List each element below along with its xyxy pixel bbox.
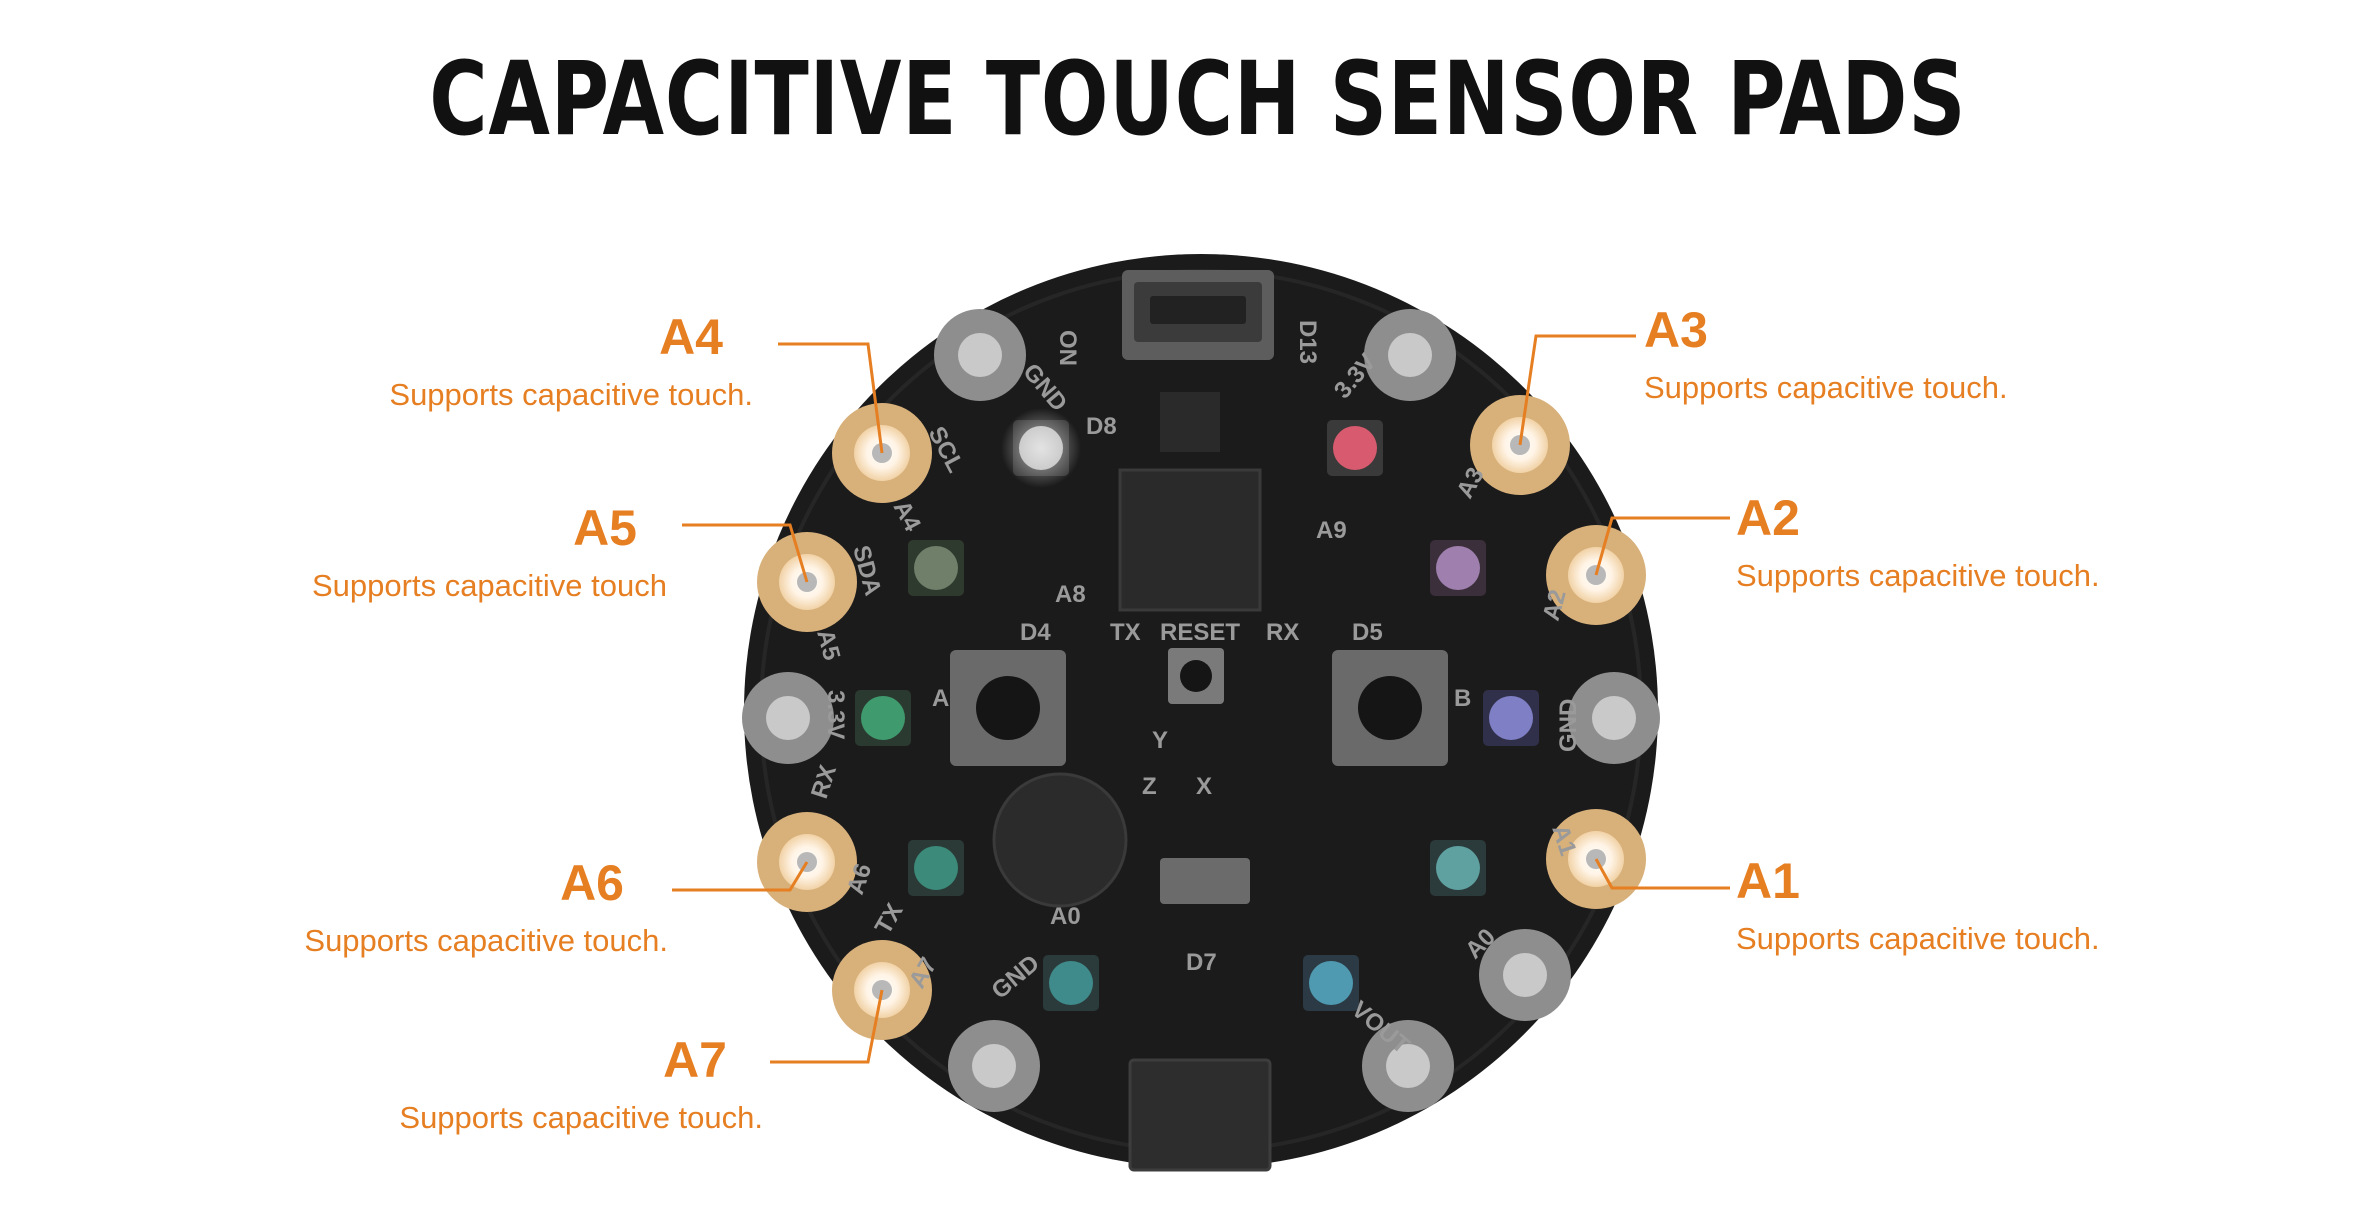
callout-description: Supports capacitive touch. [1736,558,2100,593]
leader-a5 [682,523,809,583]
callout-label: A5 [573,500,637,556]
callout-description: Supports capacitive touch. [399,1100,763,1135]
neopixel-led [1430,840,1486,896]
silk-3v3-left: 3.3V [822,690,849,739]
silk-a0: A0 [1050,903,1081,930]
callout-label: A3 [1644,302,1708,358]
silk-d7: D7 [1186,949,1217,976]
callout-a5: A5 Supports capacitive touch [312,503,667,604]
neopixel-led [855,690,911,746]
leader-a1 [1594,858,1730,890]
callout-description: Supports capacitive touch. [304,923,668,958]
pad-gnd-top-left [934,309,1026,401]
neopixel-led [1043,955,1099,1011]
callout-label: A7 [663,1032,727,1088]
silk-axis-x: X [1196,773,1212,800]
callout-label: A4 [659,309,723,365]
pad-3v3-left [742,672,834,764]
silk-axis-y: Y [1152,727,1168,754]
pad-vout-bottom-right [1362,1020,1454,1112]
button-b [1332,650,1448,766]
page-title: CAPACITIVE TOUCH SENSOR PADS [429,40,1967,159]
callout-label: A2 [1736,490,1800,546]
pad-gnd-bottom-left [948,1020,1040,1112]
callout-a1: A1 Supports capacitive touch. [1736,856,2100,957]
board-body [744,254,1658,1168]
pad-gnd-right [1568,672,1660,764]
pad-3v3-top-right [1364,309,1456,401]
callout-a3: A3 Supports capacitive touch. [1644,305,2008,406]
silk-d5: D5 [1352,619,1383,646]
callout-description: Supports capacitive touch. [389,377,753,412]
silk-d8: D8 [1086,413,1117,440]
callout-description: Supports capacitive touch. [1736,921,2100,956]
silk-axis-z: Z [1142,773,1157,800]
silk-a8: A8 [1055,581,1086,608]
leader-a7 [770,989,884,1064]
silk-tx: TX [1110,619,1141,646]
silk-reset: RESET [1160,619,1240,646]
leader-a4 [778,342,884,454]
neopixel-led [1327,420,1383,476]
callout-description: Supports capacitive touch. [1644,370,2008,405]
callout-label: A1 [1736,853,1800,909]
microcontroller-chip [1118,468,1262,612]
neopixel-led [1001,408,1081,488]
silk-rx: RX [1266,619,1299,646]
silk-d13: D13 [1294,320,1321,364]
silk-d4: D4 [1020,619,1051,646]
leader-a3 [1518,334,1636,446]
silk-gnd-right: GND [1555,699,1582,752]
reset-button [1168,648,1224,704]
neopixel-led [1483,690,1539,746]
neopixel-led [908,840,964,896]
callout-a4: A4 Supports capacitive touch. [389,312,753,413]
button-a [950,650,1066,766]
silk-btn-a: A [932,685,949,712]
callout-description: Supports capacitive touch [312,568,667,603]
callout-a6: A6 Supports capacitive touch. [304,858,668,959]
neopixel-led [1303,955,1359,1011]
neopixel-led [908,540,964,596]
leader-a2 [1594,516,1730,576]
callout-label: A6 [560,855,624,911]
neopixel-led [1430,540,1486,596]
silk-a9: A9 [1316,517,1347,544]
pad-a0 [1479,929,1571,1021]
silk-on: ON [1054,330,1081,366]
battery-connector [1128,1058,1272,1172]
buzzer [992,772,1128,908]
silk-btn-b: B [1454,685,1471,712]
callout-a7: A7 Supports capacitive touch. [399,1035,763,1136]
callout-a2: A2 Supports capacitive touch. [1736,493,2100,594]
usb-connector [1122,270,1274,360]
slide-switch [1160,858,1250,904]
flash-chip [1160,392,1220,452]
leader-a6 [672,861,809,892]
